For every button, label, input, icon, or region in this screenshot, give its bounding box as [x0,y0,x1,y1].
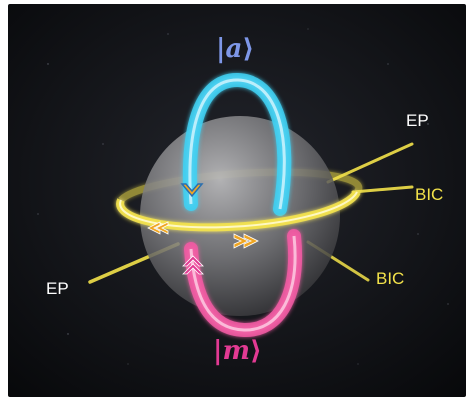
ep-label-upper: EP [406,111,429,130]
ket-open: | [213,336,223,366]
diagram-frame: |a⟩ |m⟩ EP BIC BIC EP [8,4,466,397]
ring-left-arrow-icon [147,221,169,235]
pink-loop [184,229,302,338]
state-m-label: |m⟩ [213,338,262,364]
ket-close: ⟩ [242,34,255,64]
bic-label-lower: BIC [376,269,405,288]
bic-label-upper: BIC [415,185,444,204]
state-a-label: |a⟩ [216,36,254,62]
ep-label-left: EP [46,279,69,298]
ket-close: ⟩ [249,336,262,366]
blue-down-arrow-icon [180,183,204,198]
ket-variable: m [222,336,250,366]
ket-open: | [216,34,226,64]
ring-right-arrow-icon [233,233,259,249]
diagram-scene [8,4,466,397]
starfield [37,28,449,365]
bic-ray-upper [351,185,414,194]
blue-loop [182,72,292,216]
yellow-ring-front [116,190,361,232]
pink-up-arrow-icon [182,255,204,275]
ket-variable: a [225,34,243,64]
